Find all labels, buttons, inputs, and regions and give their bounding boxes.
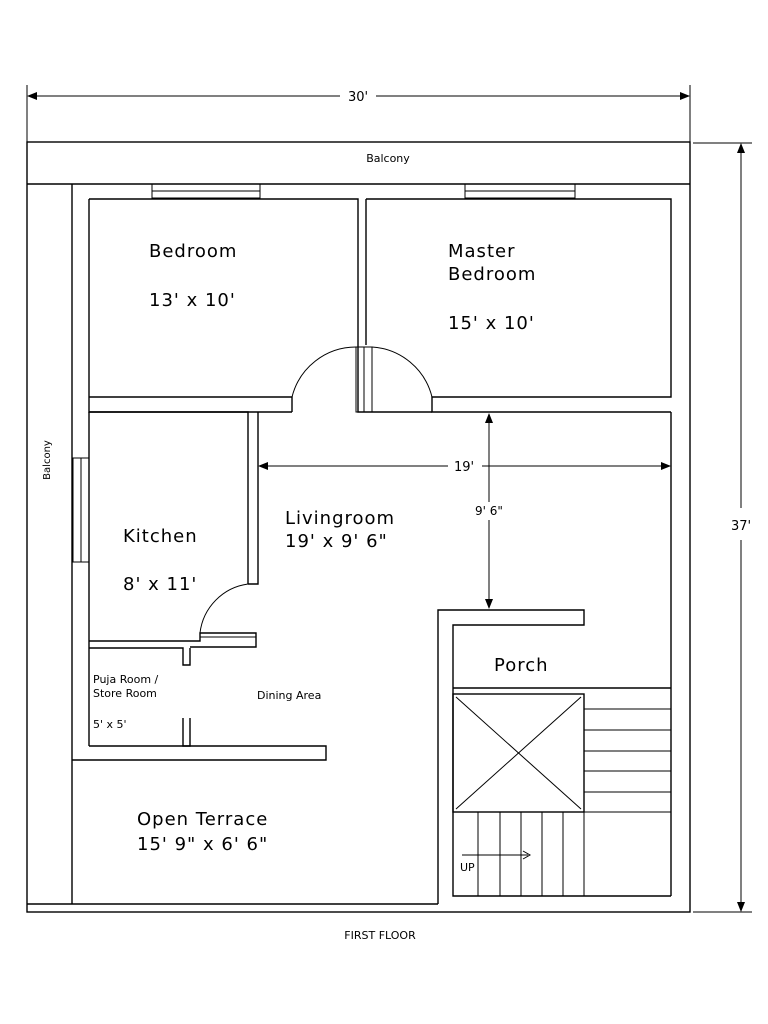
porch-label: Porch	[494, 655, 549, 676]
bedroom-walls	[88, 198, 432, 413]
kitchen-name: Kitchen	[123, 526, 198, 547]
kitchen-partition	[248, 412, 259, 585]
overall-width-dimension	[26, 85, 691, 142]
master-bedroom-size: 15' x 10'	[448, 313, 535, 334]
puja-room-size: 5' x 5'	[93, 718, 127, 731]
outer-boundary	[26, 141, 691, 913]
kitchen-window	[72, 457, 90, 563]
bedroom-lower-wall	[89, 396, 293, 412]
bedroom-door	[291, 346, 365, 413]
dining-area-label: Dining Area	[257, 689, 321, 702]
puja-room-name-line2: Store Room	[93, 687, 157, 700]
stair-up-arrow	[462, 850, 532, 860]
livingroom-size: 19' x 9' 6"	[285, 531, 388, 552]
kitchen-bottom-wall	[89, 632, 257, 648]
porch-walls	[437, 609, 671, 904]
stair-up-label: UP	[460, 861, 475, 874]
dining-bottom-wall	[72, 745, 327, 761]
master-bedroom-window	[464, 183, 576, 199]
stair-void	[452, 693, 585, 813]
master-bedroom-door	[363, 346, 433, 413]
master-bedroom-name-line1: Master	[448, 241, 515, 262]
bedroom-window	[151, 183, 261, 199]
bedroom-size: 13' x 10'	[149, 290, 236, 311]
floor-title: FIRST FLOOR	[344, 929, 416, 942]
kitchen-size: 8' x 11'	[123, 574, 197, 595]
stair-treads-lower	[477, 812, 585, 896]
master-bedroom-walls	[366, 198, 672, 413]
balcony-top-label: Balcony	[366, 152, 410, 165]
open-terrace-size: 15' 9" x 6' 6"	[137, 834, 268, 855]
master-bedroom-name-line2: Bedroom	[448, 264, 536, 285]
overall-width-label: 30'	[348, 90, 368, 105]
stair-treads-upper	[453, 708, 671, 813]
bedroom-name: Bedroom	[149, 241, 237, 262]
overall-depth-label: 37'	[731, 519, 751, 534]
kitchen-door	[199, 583, 256, 638]
overall-depth-dimension	[693, 142, 752, 913]
living-depth-label: 9' 6"	[475, 504, 503, 518]
balcony-left-label: Balcony	[42, 440, 53, 480]
open-terrace-name: Open Terrace	[137, 809, 268, 830]
kitchen-top-wall	[89, 411, 249, 584]
living-width-label: 19'	[454, 460, 474, 475]
livingroom-name: Livingroom	[285, 508, 395, 529]
puja-room-name-line1: Puja Room /	[93, 673, 159, 686]
